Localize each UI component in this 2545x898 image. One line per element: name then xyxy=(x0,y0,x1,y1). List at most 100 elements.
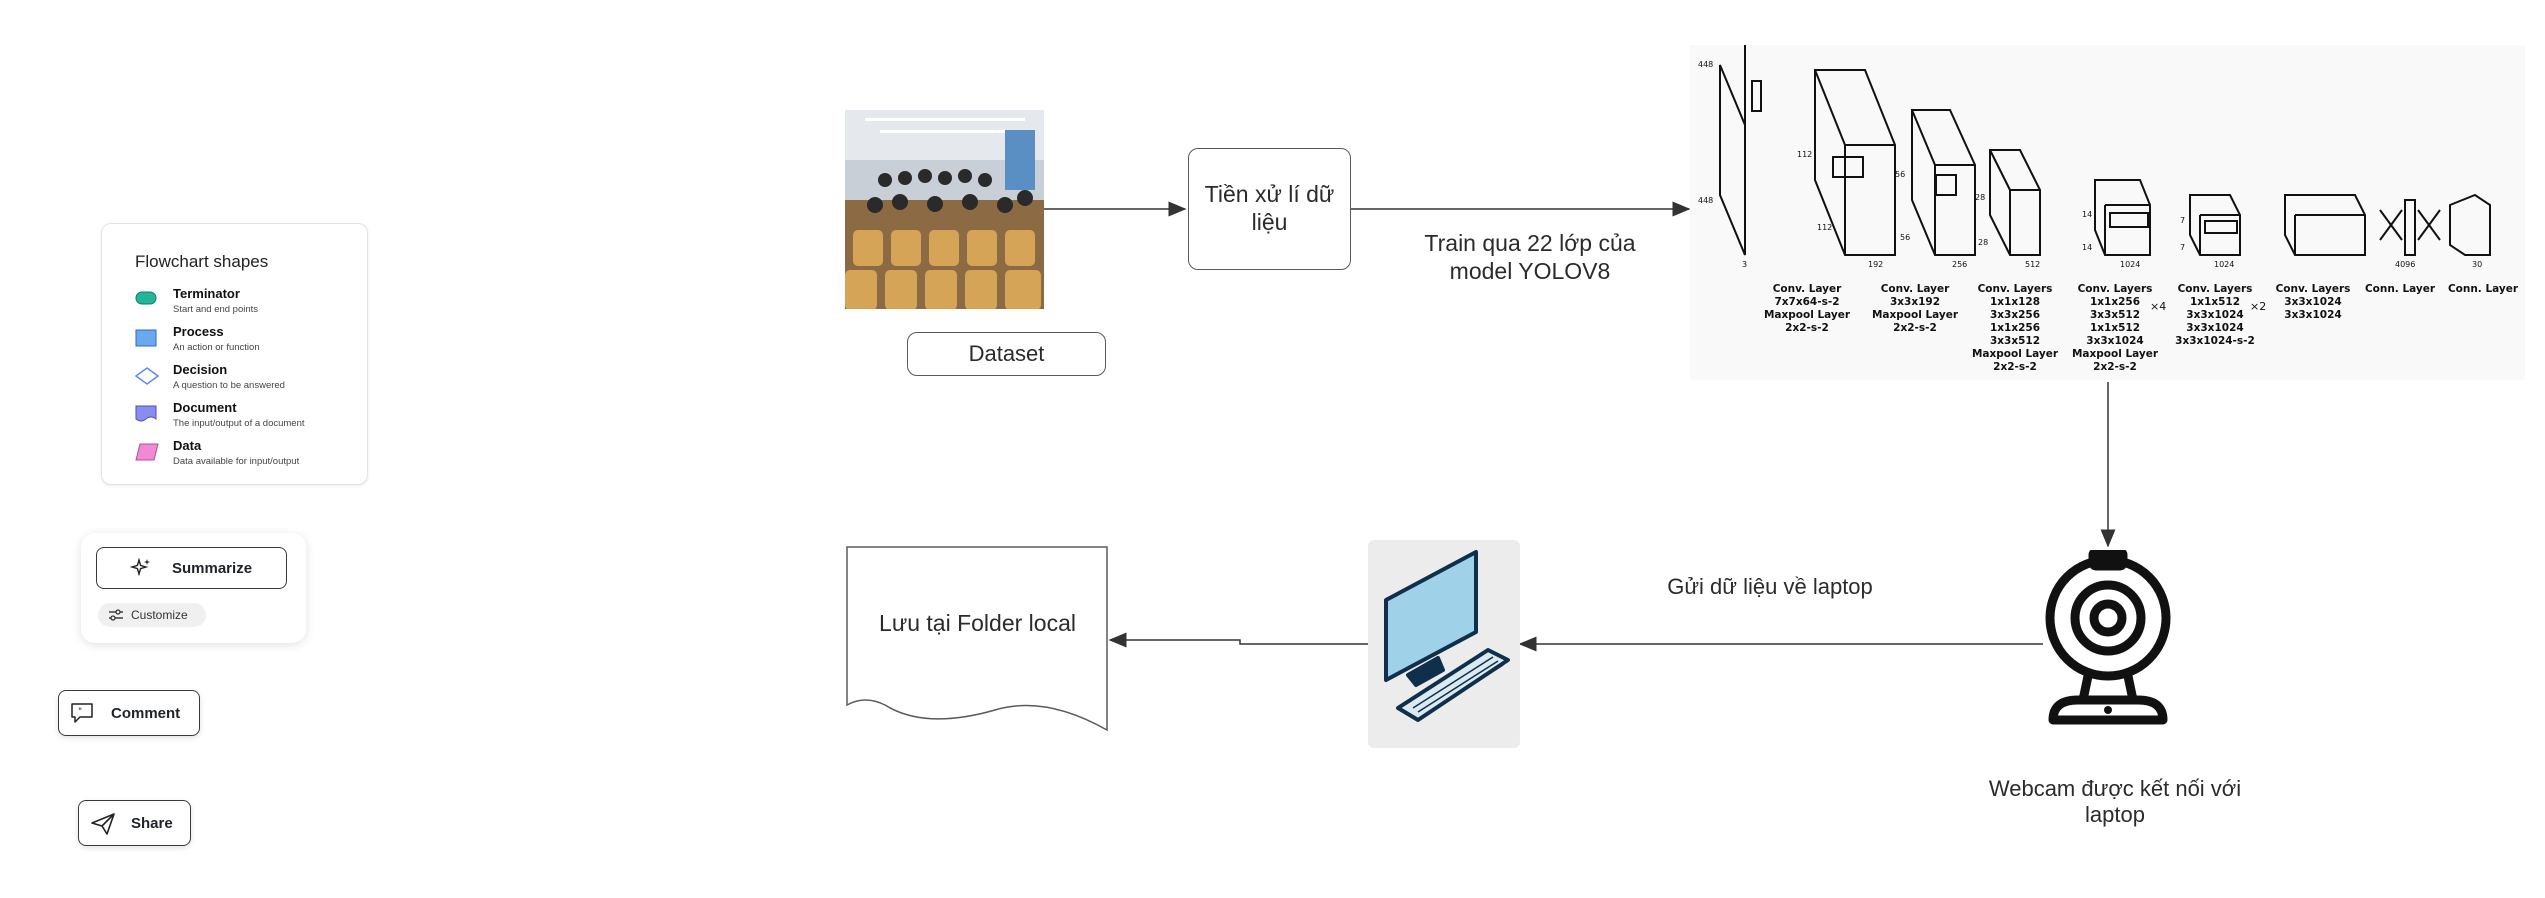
legend-item-terminator[interactable]: Terminator Start and end points xyxy=(135,286,355,320)
dim-label: 1024 xyxy=(2120,260,2140,269)
legend-desc: The input/output of a document xyxy=(173,418,305,429)
dim-label: 56 xyxy=(1895,170,1905,179)
repeat-x2: ×2 xyxy=(2250,300,2266,313)
yolo-layer-line: Conv. Layers xyxy=(2078,283,2153,295)
summarize-button[interactable]: Summarize xyxy=(96,547,287,589)
dim-label: 112 xyxy=(1797,150,1812,159)
legend-desc: Data available for input/output xyxy=(173,456,300,467)
terminator-icon xyxy=(135,291,157,305)
yolo-layer-line: Conn. Layer xyxy=(2365,283,2436,295)
yolo-layer-6: Conn. Layer xyxy=(2365,283,2436,295)
preprocess-label: Tiền xử lí dữ liệu xyxy=(1204,181,1335,235)
save-label: Lưu tại Folder local xyxy=(879,610,1076,636)
dim-label: 1024 xyxy=(2214,260,2234,269)
yolo-layer-line: 3x3x512 xyxy=(1990,335,2040,347)
yolo-layer-line: 3x3x1024 xyxy=(2186,309,2243,321)
yolo-layer-7: Conn. Layer xyxy=(2448,283,2519,295)
sliders-icon xyxy=(109,609,123,621)
yolo-layer-line: 2x2-s-2 xyxy=(1785,322,1829,334)
dim-label: 512 xyxy=(2025,260,2040,269)
legend-item-decision[interactable]: Decision A question to be answered xyxy=(135,362,355,396)
yolo-layer-line: 2x2-s-2 xyxy=(1993,361,2037,373)
dim-label: 30 xyxy=(2472,260,2482,269)
save-document-shape[interactable] xyxy=(845,545,1110,735)
yolo-layer-line: 3x3x1024-s-2 xyxy=(2175,335,2255,347)
sparkle-icon xyxy=(130,557,150,577)
classroom-photo xyxy=(845,110,1044,309)
dim-label: 14 xyxy=(2082,210,2092,219)
customize-label: Customize xyxy=(131,608,188,622)
dim-label: 7 xyxy=(2180,243,2185,252)
dim-label: 448 xyxy=(1698,60,1713,69)
webcam-icon xyxy=(2045,550,2171,725)
legend-desc: Start and end points xyxy=(173,304,259,315)
webcam-label: Webcam được kết nối với laptop xyxy=(1988,776,2242,828)
comment-label: Comment xyxy=(111,705,181,722)
legend-name: Document xyxy=(173,400,237,415)
yolo-layer-line: 1x1x128 xyxy=(1990,296,2040,308)
document-icon xyxy=(135,405,157,422)
computer-icon xyxy=(1368,540,1520,748)
yolo-layer-line: 3x3x256 xyxy=(1990,309,2040,321)
comment-button[interactable]: " Comment xyxy=(58,690,200,736)
yolo-layer-line: 3x3x1024 xyxy=(2086,335,2143,347)
customize-button[interactable]: Customize xyxy=(98,603,206,627)
legend-desc: A question to be answered xyxy=(173,380,285,391)
yolo-layer-line: 1x1x512 xyxy=(2190,296,2240,308)
process-icon xyxy=(135,329,157,347)
legend-title: Flowchart shapes xyxy=(135,252,269,271)
decision-icon xyxy=(135,367,159,385)
send-label: Gửi dữ liệu về laptop xyxy=(1667,574,1873,599)
dataset-label-box[interactable]: Dataset xyxy=(907,332,1106,376)
legend-item-process[interactable]: Process An action or function xyxy=(135,324,355,358)
yolo-layer-line: 3x3x512 xyxy=(2090,309,2140,321)
legend-name: Data xyxy=(173,438,202,453)
share-button[interactable]: Share xyxy=(78,800,191,846)
yolo-layer-line: 7x7x64-s-2 xyxy=(1774,296,1839,308)
dim-label: 28 xyxy=(1975,193,1985,202)
yolo-layer-line: Conv. Layers xyxy=(1978,283,2053,295)
yolo-layer-line: Maxpool Layer xyxy=(1872,309,1959,321)
summarize-card: Summarize Customize xyxy=(81,533,306,643)
preprocess-box[interactable]: Tiền xử lí dữ liệu xyxy=(1188,148,1351,270)
dim-label: 3 xyxy=(1742,260,1747,269)
yolo-layer-line: Conv. Layers xyxy=(2276,283,2351,295)
send-icon xyxy=(91,813,115,835)
yolo-layer-line: Maxpool Layer xyxy=(1972,348,2059,360)
comment-icon: " xyxy=(71,703,93,723)
legend-item-document[interactable]: Document The input/output of a document xyxy=(135,400,355,434)
yolo-layer-line: 2x2-s-2 xyxy=(2093,361,2137,373)
yolo-layer-line: 3x3x1024 xyxy=(2186,322,2243,334)
share-label: Share xyxy=(131,815,173,832)
summarize-label: Summarize xyxy=(172,560,253,577)
yolo-layer-line: 1x1x512 xyxy=(2090,322,2140,334)
yolo-layer-line: 1x1x256 xyxy=(1990,322,2040,334)
dim-label: 14 xyxy=(2082,243,2092,252)
dim-label: 7 xyxy=(2180,216,2185,225)
dim-label: 112 xyxy=(1817,223,1832,232)
yolo-layer-line: 3x3x1024 xyxy=(2284,309,2341,321)
train-label: Train qua 22 lớp của model YOLOV8 xyxy=(1424,230,1636,284)
yolo-layer-line: Conn. Layer xyxy=(2448,283,2519,295)
svg-text:": " xyxy=(78,707,82,717)
flowchart-shapes-legend: Flowchart shapes Terminator Start and en… xyxy=(101,223,368,485)
legend-name: Process xyxy=(173,324,224,339)
yolo-layer-line: 1x1x256 xyxy=(2090,296,2140,308)
yolo-layer-line: Maxpool Layer xyxy=(1764,309,1851,321)
legend-name: Terminator xyxy=(173,286,240,301)
legend-item-data[interactable]: Data Data available for input/output xyxy=(135,438,355,472)
dim-label: 4096 xyxy=(2395,260,2415,269)
yolo-layer-line: 3x3x1024 xyxy=(2284,296,2341,308)
dim-label: 448 xyxy=(1698,196,1713,205)
repeat-x4: ×4 xyxy=(2150,300,2166,313)
yolo-layer-line: 2x2-s-2 xyxy=(1893,322,1937,334)
yolo-layer-line: Conv. Layers xyxy=(2178,283,2253,295)
legend-name: Decision xyxy=(173,362,228,377)
